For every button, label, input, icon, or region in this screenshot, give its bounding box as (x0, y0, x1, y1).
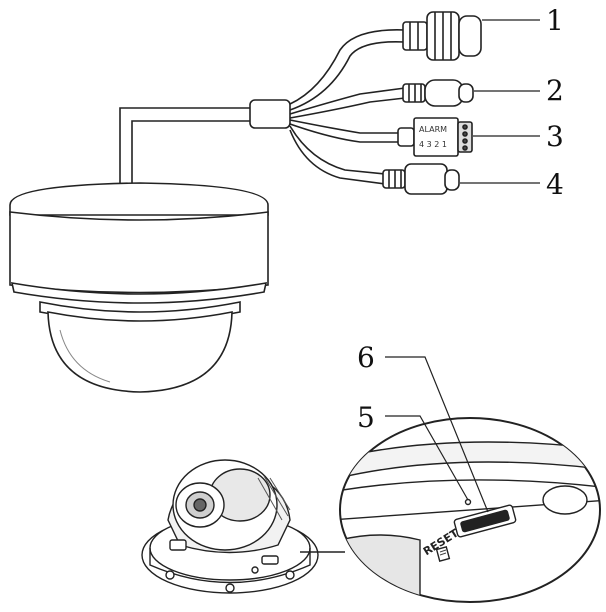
callout-6: 6 (357, 341, 375, 374)
alarm-label: ALARM (419, 125, 447, 134)
callout-3: 3 (546, 120, 564, 153)
power-connector (402, 79, 474, 107)
callout-4: 4 (546, 168, 564, 201)
dome-bubble-shine (59, 329, 111, 383)
inset-round-feature (542, 485, 588, 515)
video-connector-head (444, 169, 460, 191)
alarm-connector (397, 117, 473, 157)
dome-rim (10, 282, 268, 304)
video-connector-body (404, 163, 448, 195)
branch-1 (289, 29, 406, 111)
callout-5: 5 (357, 401, 375, 434)
branch-3 (289, 119, 400, 143)
power-connector-body (424, 79, 464, 107)
network-connector-head (458, 15, 482, 57)
leader-5 (385, 415, 469, 501)
leader-6 (385, 356, 489, 513)
power-connector-tip (458, 83, 474, 103)
branch-4 (289, 125, 386, 185)
camera-base-ring (149, 548, 311, 584)
dome-bubble (47, 311, 233, 393)
open-camera (141, 459, 319, 594)
branch-2 (289, 87, 406, 119)
network-connector (402, 11, 482, 61)
callout-1: 1 (546, 4, 564, 37)
dome-top (9, 182, 269, 216)
alarm-pin-numbers: 4 3 2 1 (419, 140, 447, 149)
sd-card-slot-inner (460, 509, 510, 533)
callout-2: 2 (546, 74, 564, 107)
reset-hole (464, 498, 472, 506)
alarm-connector-boot (397, 127, 415, 147)
dome-body (9, 211, 269, 294)
cable-junction (249, 29, 406, 185)
video-connector (382, 163, 460, 195)
network-connector-boot (402, 21, 428, 51)
alarm-connector-block (413, 117, 459, 157)
alarm-connector-terminal (457, 121, 473, 153)
main-cable (119, 107, 250, 185)
dome-camera (9, 107, 269, 393)
cable-sleeve (249, 99, 291, 129)
